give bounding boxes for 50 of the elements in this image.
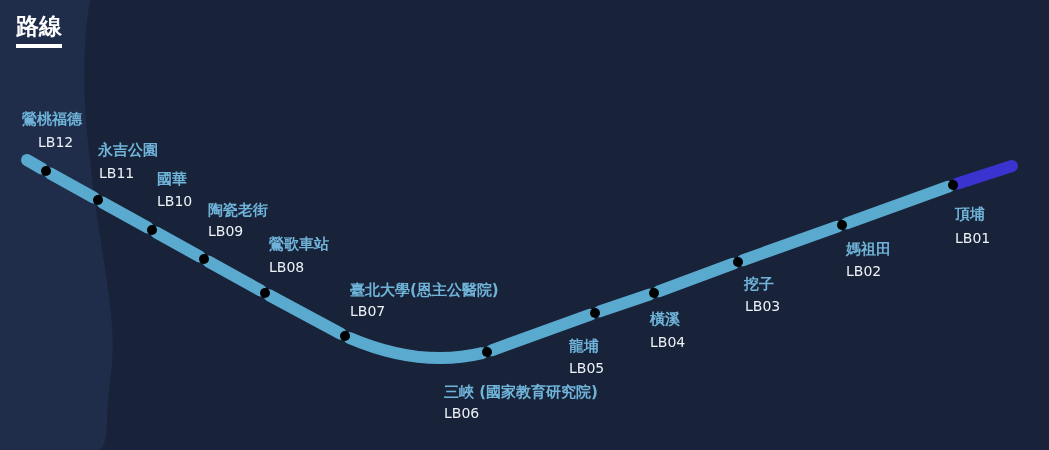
station-name: 國華 bbox=[157, 170, 187, 188]
station-code: LB08 bbox=[269, 258, 305, 276]
station-dot bbox=[948, 180, 958, 190]
station-code: LB05 bbox=[569, 359, 605, 377]
route-line bbox=[21, 154, 48, 175]
station-name: 媽祖田 bbox=[846, 240, 891, 258]
station-code: LB09 bbox=[208, 222, 244, 240]
station-name: 三峽 (國家教育研究院) bbox=[444, 383, 598, 401]
route-line bbox=[343, 331, 489, 365]
station-dot bbox=[590, 308, 600, 318]
station-dot bbox=[482, 347, 492, 357]
route-line bbox=[485, 308, 597, 357]
station-code: LB12 bbox=[38, 133, 74, 151]
station-code: LB03 bbox=[745, 297, 781, 315]
route-line bbox=[652, 257, 740, 298]
title: 路線 bbox=[16, 12, 62, 48]
route-line bbox=[150, 226, 206, 263]
station-name: 挖子 bbox=[744, 275, 774, 293]
route-line bbox=[96, 196, 154, 234]
station-dot bbox=[199, 254, 209, 264]
station-dot bbox=[147, 225, 157, 235]
station-dot bbox=[93, 195, 103, 205]
station-code: LB10 bbox=[157, 192, 193, 210]
station-name: 臺北大學(恩主公醫院) bbox=[350, 281, 499, 299]
route-line bbox=[951, 160, 1018, 190]
station-code: LB01 bbox=[955, 229, 991, 247]
route-line bbox=[44, 167, 100, 204]
station-code: LB04 bbox=[650, 333, 686, 351]
station-dot bbox=[340, 331, 350, 341]
station-name: 頂埔 bbox=[955, 205, 985, 223]
station-name: 鶯桃福德 bbox=[22, 110, 82, 128]
route-line bbox=[263, 289, 347, 340]
station-name: 永吉公園 bbox=[98, 141, 158, 159]
station-dot bbox=[649, 288, 659, 298]
station-code: LB06 bbox=[444, 404, 480, 422]
station-code: LB11 bbox=[99, 164, 135, 182]
station-name: 橫溪 bbox=[650, 310, 680, 328]
route-line bbox=[840, 180, 955, 230]
station-code: LB07 bbox=[350, 302, 386, 320]
station-dot bbox=[837, 220, 847, 230]
route-line bbox=[593, 288, 656, 318]
station-dot bbox=[733, 257, 743, 267]
station-dot bbox=[41, 166, 51, 176]
route-line bbox=[202, 255, 267, 297]
station-code: LB02 bbox=[846, 262, 882, 280]
station-dot bbox=[260, 288, 270, 298]
station-name: 陶瓷老街 bbox=[208, 201, 268, 219]
station-name: 鶯歌車站 bbox=[269, 235, 329, 253]
route-line bbox=[736, 220, 844, 267]
station-name: 龍埔 bbox=[569, 337, 599, 355]
